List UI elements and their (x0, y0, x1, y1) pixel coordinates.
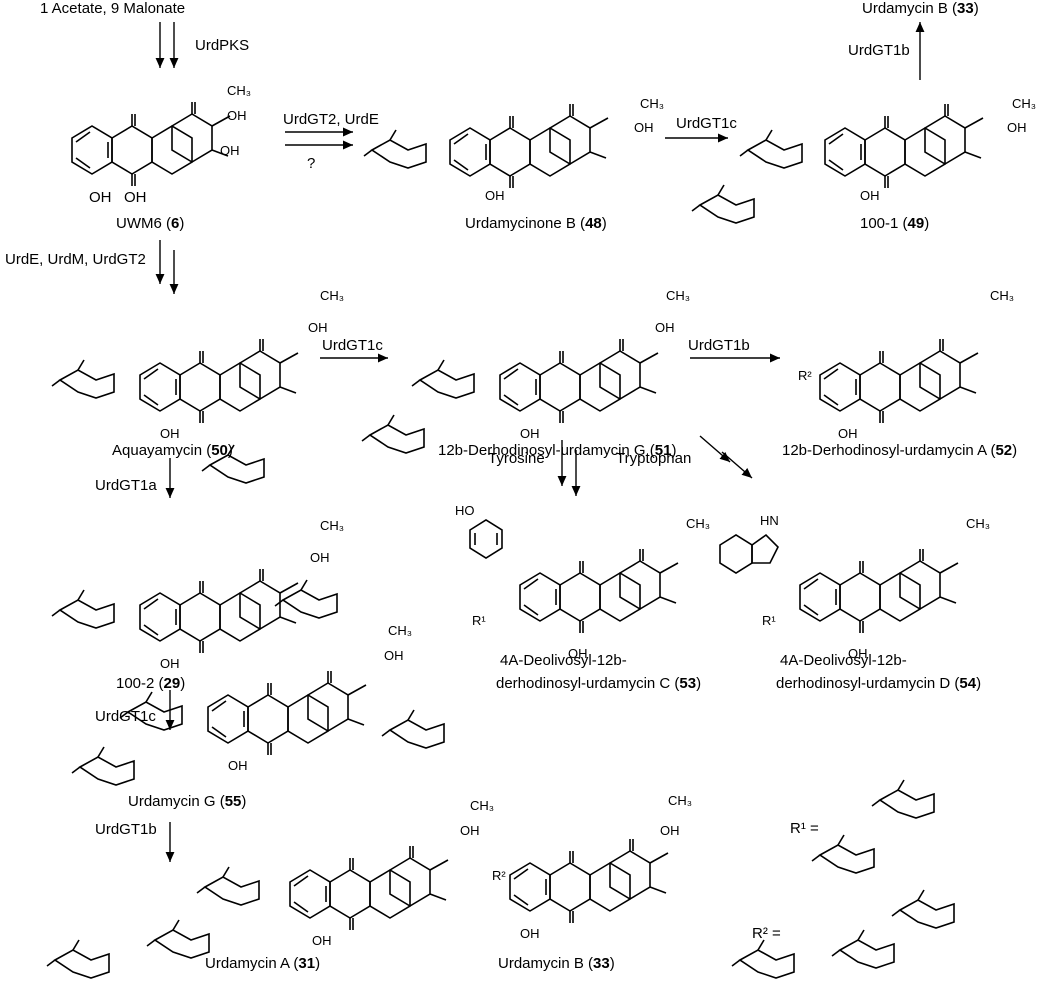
atom-label: OH (228, 758, 248, 773)
compound-label-100-2: 100-2 (29) (116, 675, 185, 692)
atom-label: CH₃ (666, 288, 690, 303)
structure-12b-derhodinosyl-urdamycin-g: OH CH₃ OH (361, 288, 690, 454)
enzyme-label: Tyrosine (488, 450, 545, 467)
question-mark-label: ? (307, 155, 315, 172)
enzyme-label: UrdGT1c (322, 337, 383, 354)
compound-label-urdamycin-b-top: Urdamycin B (33) (862, 0, 979, 17)
compound-label-aquayamycin: Aquayamycin (50) (112, 442, 233, 459)
atom-label: OH (312, 933, 332, 948)
atom-label: CH₃ (1012, 96, 1036, 111)
atom-label: OH (520, 926, 540, 941)
arrow-tryptophan-2 (721, 451, 753, 479)
atom-label: OH (485, 188, 505, 203)
atom-label: OH (634, 120, 654, 135)
atom-label: CH₃ (227, 83, 251, 98)
structure-urdamycinone-b: OH CH₃ OH (363, 96, 664, 203)
atom-label: OH (568, 646, 588, 661)
compound-label-4a-deolivosyl-c-line2: derhodinosyl-urdamycin C (53) (496, 675, 701, 692)
compound-label-4a-deolivosyl-d-line2: derhodinosyl-urdamycin D (54) (776, 675, 981, 692)
enzyme-label: UrdGT1b (688, 337, 750, 354)
structure-urdamycin-b-bottom: R² OH CH₃ OH (492, 793, 692, 941)
atom-label: OH (848, 646, 868, 661)
compound-label-12b-derhodinosyl-urdamycin-g: 12b-Derhodinosyl-urdamycin G (51) (438, 442, 676, 459)
enzyme-label: UrdGT1b (95, 821, 157, 838)
atom-label: OH (838, 426, 858, 441)
structure-urdamycin-g: OH CH₃ OH (71, 579, 412, 786)
atom-label: CH₃ (668, 793, 692, 808)
compound-label-urdamycin-g: Urdamycin G (55) (128, 793, 246, 810)
atom-label: OH (1007, 120, 1027, 135)
compound-captions: Urdamycin B (33) UWM6 (6) Urdamycinone B… (112, 0, 1017, 972)
atom-label: CH₃ (990, 288, 1014, 303)
atom-label: OH (860, 188, 880, 203)
enzyme-label: UrdGT1c (95, 708, 156, 725)
structure-100-2: OH CH₃ OH (51, 444, 344, 671)
substituent-label: R¹ (472, 613, 486, 628)
atom-label: CH₃ (470, 798, 494, 813)
structure-uwm6: OH OH CH₃ OH OH (71, 83, 251, 206)
enzyme-label: UrdGT2, UrdE (283, 111, 379, 128)
arrow-tryptophan-1 (699, 435, 731, 463)
structure-100-1: OH CH₃ OH (691, 96, 1036, 224)
atom-label: OH (227, 108, 247, 123)
enzyme-label: UrdPKS (195, 37, 249, 54)
atom-label: CH₃ (320, 288, 344, 303)
structure-aquayamycin: OH CH₃ OH (51, 288, 344, 441)
substituent-label: R² (798, 368, 812, 383)
structure-urdamycin-a: OH CH₃ OH (46, 709, 494, 979)
atom-label: OH (660, 823, 680, 838)
compound-label-uwm6: UWM6 (6) (116, 215, 184, 232)
atom-label: OH (308, 320, 328, 335)
atom-label: OH (89, 189, 112, 206)
atom-label: OH (220, 143, 240, 158)
compound-label-urdamycin-b-bottom: Urdamycin B (33) (498, 955, 615, 972)
compound-label-12b-derhodinosyl-urdamycin-a: 12b-Derhodinosyl-urdamycin A (52) (782, 442, 1017, 459)
enzyme-label: UrdGT1b (848, 42, 910, 59)
structure-4a-deolivosyl-c: HO R¹ CH₃ OH (455, 503, 710, 661)
atom-label: OH (384, 648, 404, 663)
scheme-labels: 1 Acetate, 9 Malonate UrdPKS UrdGT2, Urd… (5, 0, 910, 942)
atom-label: OH (310, 550, 330, 565)
enzyme-label: UrdGT1a (95, 477, 157, 494)
atom-label: OH (160, 656, 180, 671)
reaction-arrows (155, 22, 925, 862)
atom-label: CH₃ (966, 516, 990, 531)
compound-label-urdamycinone-b: Urdamycinone B (48) (465, 215, 607, 232)
atom-label: CH₃ (640, 96, 664, 111)
atom-label: CH₃ (388, 623, 412, 638)
enzyme-label: Tryptophan (616, 450, 691, 467)
r2-definition-label: R² = (752, 925, 781, 942)
atom-label: OH (460, 823, 480, 838)
atom-label: OH (655, 320, 675, 335)
substituent-label: R¹ (762, 613, 776, 628)
enzyme-label: UrdGT1c (676, 115, 737, 132)
structure-r1-substituent (811, 779, 935, 874)
structure-4a-deolivosyl-d: HN R¹ CH₃ OH (719, 513, 990, 661)
r1-definition-label: R¹ = (790, 820, 819, 837)
atom-label: CH₃ (320, 518, 344, 533)
substituent-label: R² (492, 868, 506, 883)
atom-label: OH (520, 426, 540, 441)
compound-label-4a-deolivosyl-d: 4A-Deolivosyl-12b- (780, 652, 907, 669)
compound-label-100-1: 100-1 (49) (860, 215, 929, 232)
structure-12b-derhodinosyl-urdamycin-a: R² OH CH₃ (798, 288, 1014, 441)
atom-label: HN (760, 513, 779, 528)
precursors-label: 1 Acetate, 9 Malonate (40, 0, 185, 17)
atom-label: HO (455, 503, 475, 518)
enzyme-label: UrdE, UrdM, UrdGT2 (5, 251, 146, 268)
compound-label-urdamycin-a: Urdamycin A (31) (205, 955, 320, 972)
atom-label: CH₃ (686, 516, 710, 531)
atom-label: OH (160, 426, 180, 441)
compound-label-4a-deolivosyl-c: 4A-Deolivosyl-12b- (500, 652, 627, 669)
atom-label: OH (124, 189, 147, 206)
